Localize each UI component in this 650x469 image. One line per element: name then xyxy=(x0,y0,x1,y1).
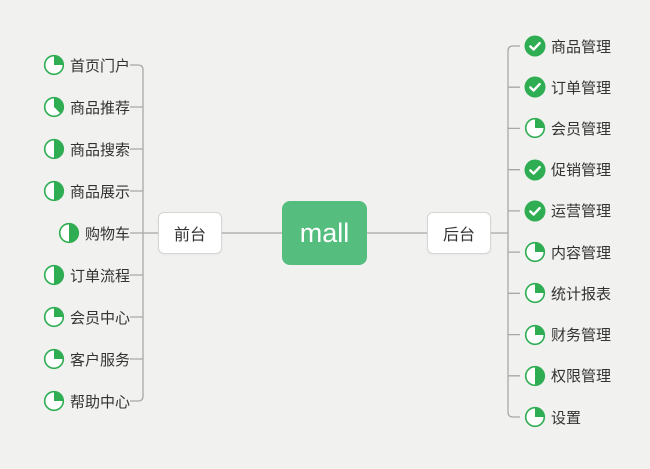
mindmap-item[interactable]: 订单流程 xyxy=(43,263,130,287)
progress-half-icon xyxy=(43,264,65,286)
progress-quarter-icon xyxy=(43,390,65,412)
branch-node-frontend[interactable]: 前台 xyxy=(158,212,222,254)
mindmap-item[interactable]: 帮助中心 xyxy=(43,389,130,413)
mindmap-item[interactable]: 商品推荐 xyxy=(43,95,130,119)
item-label: 订单流程 xyxy=(69,267,130,285)
task-done-check-icon xyxy=(524,159,546,181)
item-label: 内容管理 xyxy=(551,244,612,262)
progress-quarter-icon xyxy=(524,406,546,428)
progress-half-icon xyxy=(524,365,546,386)
progress-half-icon xyxy=(58,222,80,244)
task-done-check-icon xyxy=(524,200,546,222)
item-label: 帮助中心 xyxy=(69,393,130,411)
mindmap-item[interactable]: 财务管理 xyxy=(524,323,611,347)
mindmap-item[interactable]: 统计报表 xyxy=(524,281,611,305)
item-label: 运营管理 xyxy=(551,203,612,221)
item-label: 设置 xyxy=(551,409,582,427)
item-label: 会员中心 xyxy=(69,309,130,327)
mindmap-item[interactable]: 权限管理 xyxy=(524,364,611,388)
progress-half-icon xyxy=(43,180,65,202)
mindmap-item[interactable]: 会员中心 xyxy=(43,305,130,329)
progress-quarter-icon xyxy=(524,241,546,263)
mindmap-item[interactable]: 会员管理 xyxy=(524,116,611,140)
mindmap-item[interactable]: 运营管理 xyxy=(524,199,611,223)
mindmap-item[interactable]: 促销管理 xyxy=(524,158,611,182)
branch-node-backend[interactable]: 后台 xyxy=(427,212,491,254)
item-label: 会员管理 xyxy=(551,120,612,138)
progress-quarter-icon xyxy=(524,324,546,345)
item-label: 统计报表 xyxy=(551,285,612,303)
mindmap-item[interactable]: 首页门户 xyxy=(43,53,130,77)
item-label: 促销管理 xyxy=(551,162,612,180)
item-label: 财务管理 xyxy=(551,327,612,345)
task-done-check-icon xyxy=(524,35,546,57)
mindmap-item[interactable]: 商品展示 xyxy=(43,179,130,203)
mindmap-item[interactable]: 内容管理 xyxy=(524,240,611,264)
item-label: 订单管理 xyxy=(551,79,612,97)
progress-half-icon xyxy=(43,138,65,160)
item-label: 客户服务 xyxy=(69,351,130,369)
root-node-mall[interactable]: mall xyxy=(282,201,367,265)
mindmap-item[interactable]: 商品管理 xyxy=(524,34,611,58)
mindmap-item[interactable]: 客户服务 xyxy=(43,347,130,371)
item-label: 商品搜索 xyxy=(69,141,130,159)
mindmap-item[interactable]: 购物车 xyxy=(58,221,130,245)
mindmap-item[interactable]: 设置 xyxy=(524,405,581,429)
progress-quarter-icon xyxy=(524,118,546,139)
item-label: 权限管理 xyxy=(551,368,612,386)
mindmap-item[interactable]: 商品搜索 xyxy=(43,137,130,161)
item-label: 商品管理 xyxy=(551,38,612,56)
progress-quarter-icon xyxy=(524,283,546,304)
item-label: 商品展示 xyxy=(69,183,130,201)
progress-three-eighths-icon xyxy=(43,96,65,118)
item-label: 购物车 xyxy=(84,225,130,243)
task-done-check-icon xyxy=(524,76,546,98)
item-label: 首页门户 xyxy=(69,57,130,75)
progress-quarter-icon xyxy=(43,306,65,328)
mindmap-item[interactable]: 订单管理 xyxy=(524,75,611,99)
item-label: 商品推荐 xyxy=(69,99,130,117)
progress-quarter-icon xyxy=(43,54,65,76)
progress-quarter-icon xyxy=(43,348,65,370)
